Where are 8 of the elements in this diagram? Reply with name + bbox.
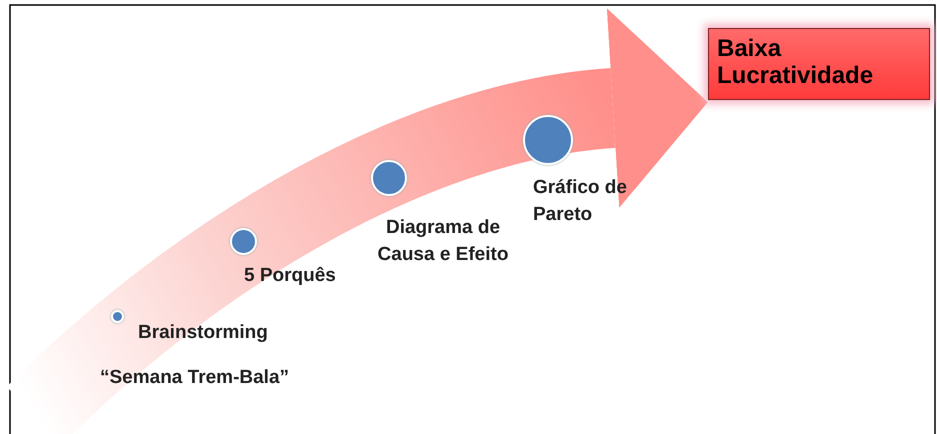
step-label: Gráfico de Pareto bbox=[533, 176, 628, 227]
step-label: “Semana Trem-Bala” bbox=[100, 366, 290, 390]
result-box bbox=[708, 28, 930, 100]
step-label: Diagrama de Causa e Efeito bbox=[376, 216, 510, 267]
curved-arrow bbox=[7, 8, 708, 434]
step-label: Brainstorming bbox=[138, 321, 268, 345]
result-text: Baixa Lucratividade bbox=[717, 35, 874, 89]
step-label: 5 Porquês bbox=[244, 264, 336, 288]
